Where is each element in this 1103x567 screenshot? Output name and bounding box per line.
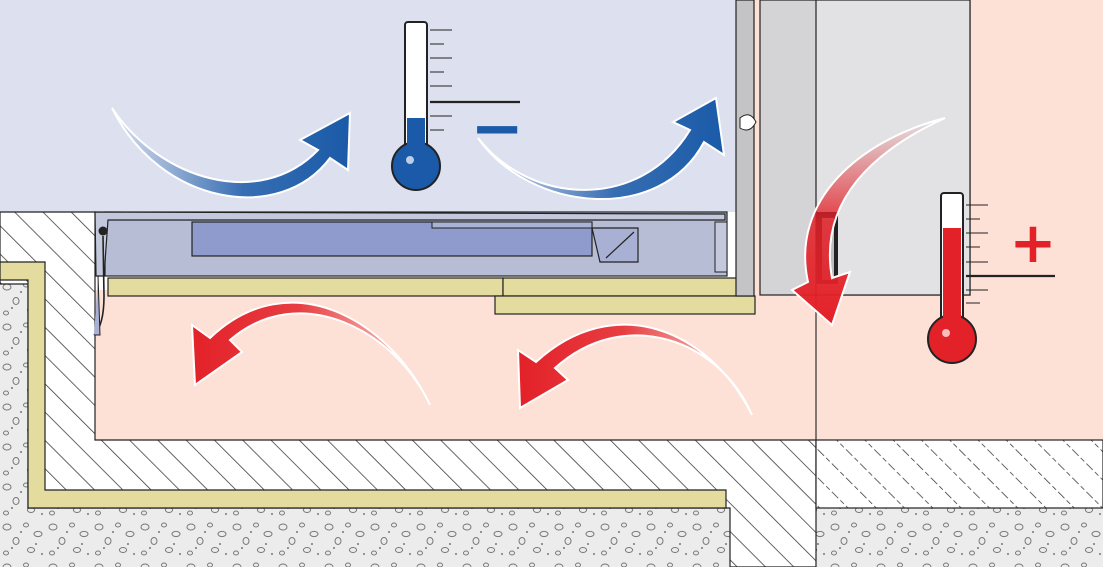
cold-air-arrow-right [477,96,726,200]
floor-screed [0,211,817,567]
cold-room-air [0,0,760,212]
support-board-right [502,277,739,297]
thermometer-warm-icon: + [927,192,1057,364]
thermometer-cold-icon: − [391,21,524,191]
concrete-bottom [0,508,730,567]
cold-side-sign: − [470,92,524,166]
insulation-layer [0,261,727,509]
concrete-right [816,508,1103,567]
support-board-base [494,295,756,315]
warm-air-flow [190,117,946,416]
warm-air-arrow-down [790,117,946,327]
warm-air-arrow-trench-left [190,301,431,406]
support-board-left [107,277,504,297]
warm-side-sign: + [1010,211,1057,276]
warm-air-arrow-trench-right [516,323,753,416]
cold-air-flow [111,96,726,200]
floor-screed-right [815,439,1103,509]
trench-heater [93,211,728,336]
cold-air-arrow-left [111,107,352,199]
